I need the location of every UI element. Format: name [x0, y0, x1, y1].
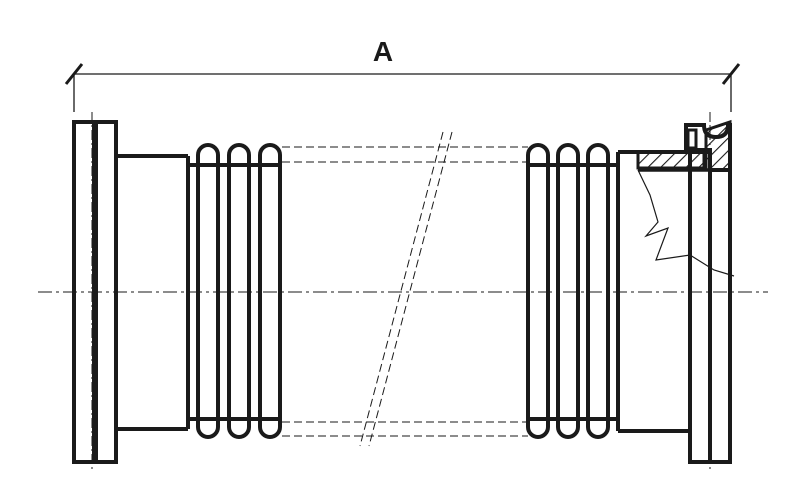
right-bellows-convolutions: [526, 143, 618, 439]
hidden-middle-section: [282, 146, 528, 437]
dimension-label-a: A: [372, 36, 394, 67]
left-end-pipe: [116, 154, 190, 431]
left-flange: [72, 120, 118, 464]
dimension-line-a: [64, 63, 741, 112]
left-bellows-convolutions: [188, 143, 282, 439]
dimension-tick-right: [721, 63, 741, 85]
right-end-pipe: [616, 150, 690, 433]
break-lines: [359, 131, 453, 447]
right-flange: [684, 123, 732, 464]
dimension-tick-left: [64, 63, 84, 85]
